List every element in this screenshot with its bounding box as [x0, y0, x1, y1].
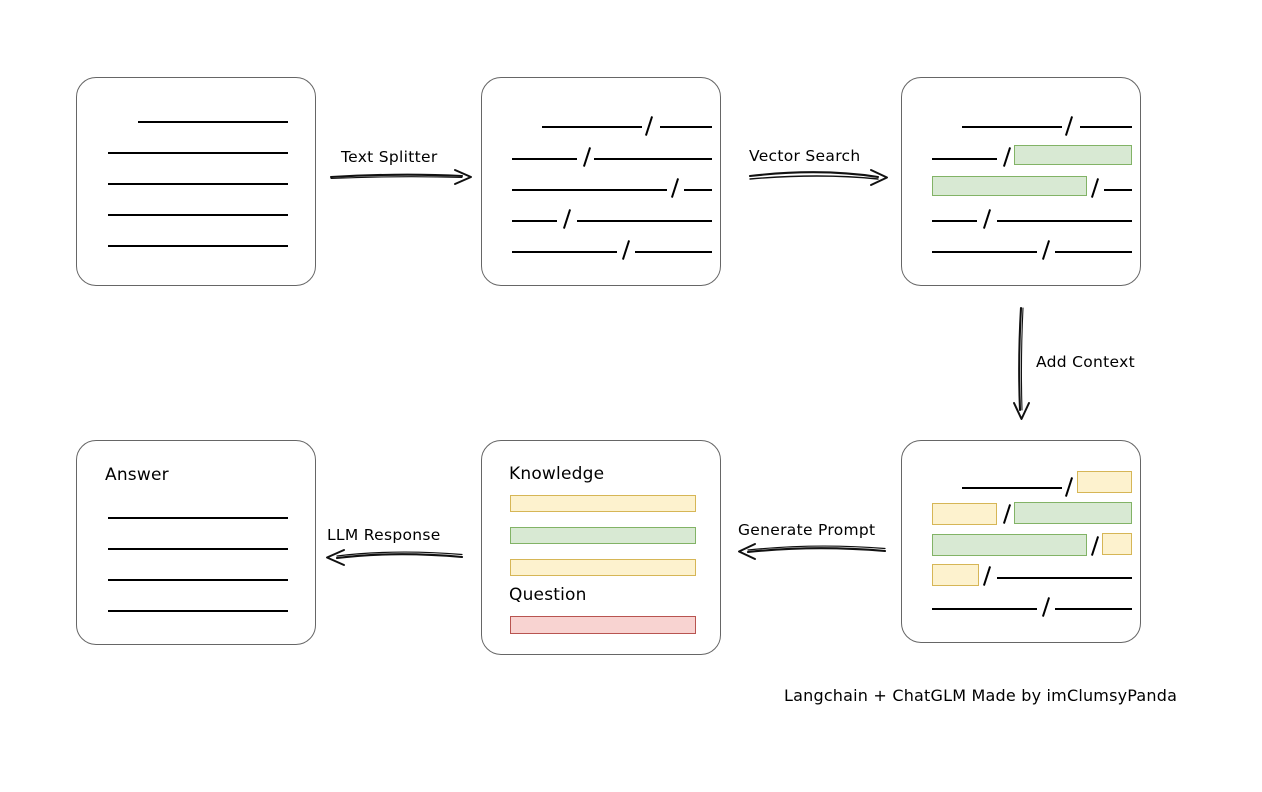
- chunk-chip-green[interactable]: [932, 534, 1087, 556]
- answer-line: [108, 579, 288, 581]
- chunk-line: [997, 220, 1132, 222]
- chunk-slash: [1041, 597, 1051, 617]
- knowledge-bar-green[interactable]: [510, 527, 696, 544]
- chunk-line: [962, 126, 1062, 128]
- question-bar-red[interactable]: [510, 616, 696, 634]
- answer-line: [108, 548, 288, 550]
- llm-response-arrow: [326, 549, 464, 566]
- chunk-chip-yellow[interactable]: [1102, 533, 1132, 555]
- chunk-chip-green[interactable]: [932, 176, 1087, 196]
- chunk-slash: [1090, 178, 1100, 198]
- chunk-line: [684, 189, 712, 191]
- doc-line: [108, 245, 288, 247]
- chunk-line: [1055, 251, 1132, 253]
- chunk-line: [932, 158, 997, 160]
- chunk-slash: [1064, 477, 1074, 497]
- chunk-line: [932, 251, 1037, 253]
- chunk-slash: [621, 240, 631, 260]
- vector-matches-box[interactable]: [901, 77, 1141, 286]
- footer-credit: Langchain + ChatGLM Made by imClumsyPand…: [784, 686, 1178, 705]
- chunk-chip-green[interactable]: [1014, 502, 1132, 524]
- add-context-arrow: [1013, 306, 1030, 420]
- chunk-slash: [1002, 147, 1012, 167]
- doc-line: [108, 183, 288, 185]
- chunk-line: [1104, 189, 1132, 191]
- edge-label-add-context: Add Context: [1036, 353, 1135, 371]
- chunk-chip-green[interactable]: [1014, 145, 1132, 165]
- chunk-slash: [582, 147, 592, 167]
- chunk-line: [1080, 126, 1132, 128]
- doc-line: [108, 214, 288, 216]
- answer-line: [108, 517, 288, 519]
- chunk-line: [512, 251, 617, 253]
- context-added-box[interactable]: [901, 440, 1141, 643]
- chunk-line: [997, 577, 1132, 579]
- generate-prompt-arrow: [738, 543, 887, 560]
- chunk-slash: [1041, 240, 1051, 260]
- prompt-box[interactable]: Knowledge Question: [481, 440, 721, 655]
- doc-line: [138, 121, 288, 123]
- chunk-line: [577, 220, 712, 222]
- edge-label-generate-prompt: Generate Prompt: [738, 521, 876, 539]
- edge-label-llm-response: LLM Response: [327, 526, 441, 544]
- chunk-slash: [982, 566, 992, 586]
- source-document-box[interactable]: [76, 77, 316, 286]
- chunk-line: [932, 608, 1037, 610]
- chunk-line: [660, 126, 712, 128]
- chunk-line: [542, 126, 642, 128]
- vector-search-arrow: [748, 169, 888, 186]
- chunk-line: [962, 487, 1062, 489]
- chunk-line: [512, 220, 557, 222]
- answer-box[interactable]: Answer: [76, 440, 316, 645]
- chunk-line: [932, 220, 977, 222]
- chunk-chip-yellow[interactable]: [932, 503, 997, 525]
- chunk-line: [1055, 608, 1132, 610]
- chunk-slash: [982, 209, 992, 229]
- chunk-slash: [1064, 116, 1074, 136]
- knowledge-label: Knowledge: [509, 464, 605, 484]
- chunk-slash: [562, 209, 572, 229]
- question-label: Question: [509, 585, 587, 605]
- chunk-line: [512, 158, 577, 160]
- answer-label: Answer: [105, 465, 169, 485]
- chunk-slash: [670, 178, 680, 198]
- chunk-slash: [644, 116, 654, 136]
- knowledge-bar-yellow[interactable]: [510, 495, 696, 512]
- answer-line: [108, 610, 288, 612]
- chunk-line: [635, 251, 712, 253]
- doc-line: [108, 152, 288, 154]
- edge-label-text-splitter: Text Splitter: [341, 148, 438, 166]
- chunk-line: [594, 158, 712, 160]
- text-splitter-arrow: [329, 169, 472, 185]
- chunk-slash: [1090, 536, 1100, 556]
- chunk-chip-yellow[interactable]: [1077, 471, 1132, 493]
- chunk-line: [512, 189, 667, 191]
- edge-label-vector-search: Vector Search: [749, 147, 861, 165]
- split-chunks-box[interactable]: [481, 77, 721, 286]
- chunk-chip-yellow[interactable]: [932, 564, 979, 586]
- knowledge-bar-yellow[interactable]: [510, 559, 696, 576]
- chunk-slash: [1002, 504, 1012, 524]
